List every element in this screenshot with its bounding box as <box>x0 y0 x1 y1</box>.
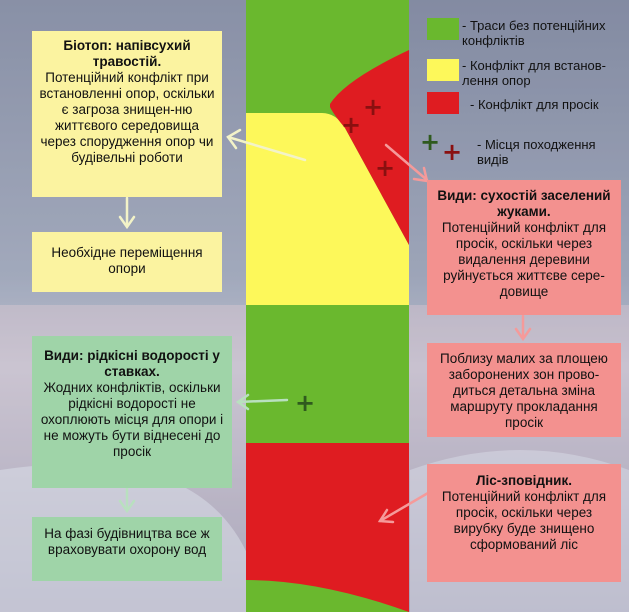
arrow-biotope-to-yellow <box>226 128 307 162</box>
legend-label-yellow: - Конфлікт для встанов-лення опор <box>462 58 606 88</box>
species-origin-cross: + <box>341 111 362 139</box>
arrow-algae-to-water <box>118 485 136 514</box>
route-red-zone-top <box>330 50 409 245</box>
species-origin-cross: + <box>375 154 396 182</box>
box-biotope-title: Біотоп: напівсухий травостій. <box>63 38 191 69</box>
arrow-beetles-to-detail <box>514 314 532 342</box>
box-algae-title: Види: рідкісні водорості у ставках. <box>44 348 220 379</box>
box-water-protection: На фазі будівництва все ж враховувати ох… <box>32 517 222 581</box>
legend-label-cross: - Місця походження видів <box>477 137 596 167</box>
arrow-forest-to-red <box>377 491 430 524</box>
route-yellow-zone <box>246 113 409 305</box>
legend-swatch-yellow <box>427 59 459 81</box>
species-origin-cross: + <box>295 389 316 417</box>
legend-label-green: - Траси без потенційних конфліктів <box>462 18 606 48</box>
box-biotope: Біотоп: напівсухий травостій. Потенційни… <box>32 31 222 197</box>
box-algae: Види: рідкісні водорості у ставках. Жодн… <box>32 336 232 488</box>
box-beetles-title: Види: сухостій заселений жуками. <box>437 188 611 219</box>
legend-label-red: - Конфлікт для просік <box>470 97 599 112</box>
box-beetles-text: Потенційний конфлікт для просік, оскільк… <box>441 220 607 299</box>
arrow-route-to-algae <box>235 393 289 411</box>
box-relocation: Необхідне переміщення опори <box>32 232 222 292</box>
box-detail-change: Поблизу малих за площею заборонених зон … <box>427 343 621 437</box>
box-relocation-text: Необхідне переміщення опори <box>51 245 203 276</box>
legend-swatch-red <box>427 92 459 114</box>
legend-cross-green-icon: + <box>420 128 441 156</box>
box-reserve-forest-title: Ліс-зповідник. <box>476 473 572 488</box>
box-detail-change-text: Поблизу малих за площею заборонених зон … <box>440 351 608 430</box>
box-algae-text: Жодних конфліктів, оскільки рідкісні вод… <box>40 380 224 459</box>
box-water-protection-text: На фазі будівництва все ж враховувати ох… <box>44 526 210 557</box>
route-red-zone-bottom <box>246 443 409 612</box>
box-reserve-forest: Ліс-зповідник. Потенційний конфлікт для … <box>427 464 621 582</box>
box-beetles: Види: сухостій заселений жуками. Потенці… <box>427 180 621 315</box>
legend-cross-red-icon: + <box>442 138 463 166</box>
arrow-biotope-to-relocation <box>118 196 136 230</box>
box-reserve-forest-text: Потенційний конфлікт для просік, оскільк… <box>441 489 607 552</box>
legend-swatch-green <box>427 18 459 40</box>
box-biotope-text: Потенційний конфлікт при встановленні оп… <box>39 70 215 165</box>
species-origin-cross: + <box>363 93 384 121</box>
